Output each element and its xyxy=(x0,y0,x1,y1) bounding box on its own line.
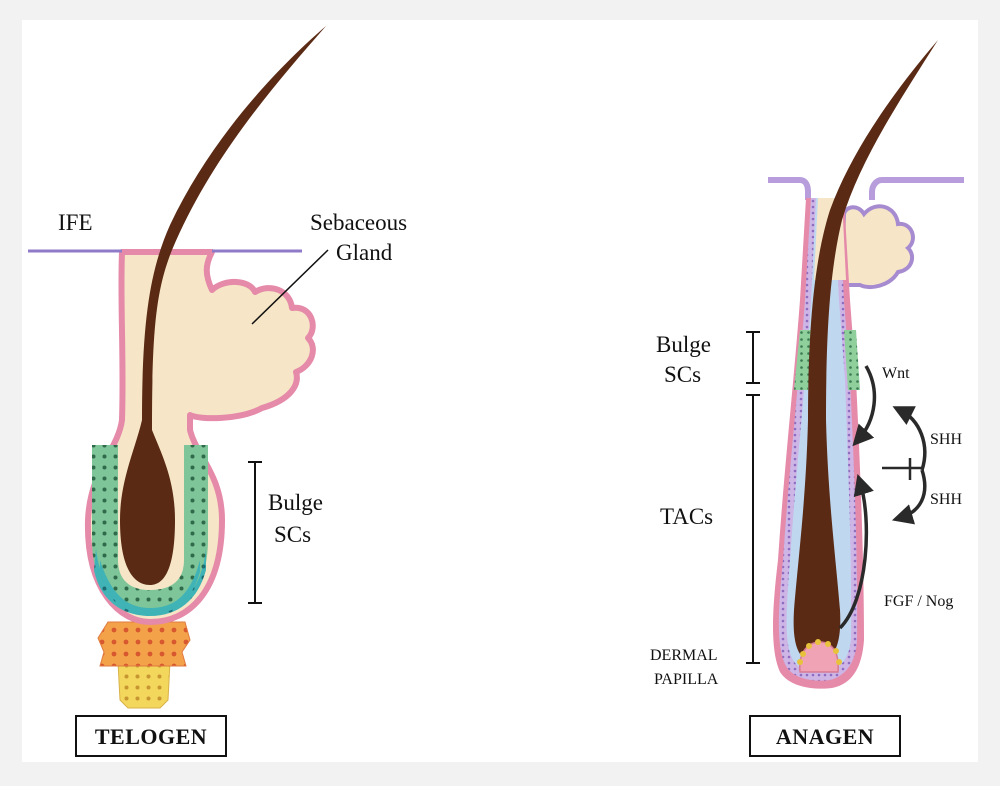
wnt-label: Wnt xyxy=(882,365,910,382)
anagen-stage-box xyxy=(749,715,901,757)
shh-upper-label: SHH xyxy=(930,431,962,448)
telogen-bulge-label-1: Bulge xyxy=(268,490,323,515)
telogen-ife-label: IFE xyxy=(58,210,93,235)
telogen-papilla-yellow xyxy=(117,661,171,709)
anagen-follicle xyxy=(768,40,964,689)
anagen-stage-label: ANAGEN xyxy=(776,724,874,749)
telogen-stage-label: TELOGEN xyxy=(95,724,207,749)
anagen-bulge-label-1: Bulge xyxy=(656,332,711,357)
anagen-bulge-left xyxy=(794,330,812,390)
anagen-hair-shaft xyxy=(793,40,938,662)
fgf-nog-arrow xyxy=(838,473,874,630)
anagen-papilla-label-1: DERMAL xyxy=(650,647,718,664)
anagen-papilla-label-2: PAPILLA xyxy=(654,671,719,688)
telogen-sebaceous-label-1: Sebaceous xyxy=(310,210,407,235)
shh-lower-arrow xyxy=(891,469,927,525)
anagen-bulge-label-2: SCs xyxy=(664,362,701,387)
anagen-bulge-bracket xyxy=(746,331,760,384)
wnt-arrow xyxy=(852,365,877,447)
shh-upper-arrow xyxy=(892,406,927,471)
anagen-tacs-bracket xyxy=(746,394,760,664)
telogen-bulge-green xyxy=(92,445,208,615)
anagen-bulge-right xyxy=(844,330,860,390)
telogen-bulge-label-2: SCs xyxy=(274,522,311,547)
telogen-sebaceous-pointer xyxy=(251,249,329,325)
anagen-skin-line xyxy=(768,177,964,200)
telogen-papilla-orange xyxy=(97,621,191,667)
telogen-bulge-bracket xyxy=(248,461,262,604)
shh-inhibit-line xyxy=(882,458,922,480)
anagen-tacs-label: TACs xyxy=(660,504,713,529)
telogen-sebaceous-label-2: Gland xyxy=(336,240,393,265)
telogen-follicle xyxy=(28,26,326,709)
anagen-sebaceous-gland xyxy=(839,204,915,290)
shh-lower-label: SHH xyxy=(930,491,962,508)
telogen-stage-box xyxy=(75,715,227,757)
telogen-hair-shaft xyxy=(120,26,326,585)
anagen-papilla-dots xyxy=(797,639,842,665)
fgf-nog-label: FGF / Nog xyxy=(884,593,953,610)
